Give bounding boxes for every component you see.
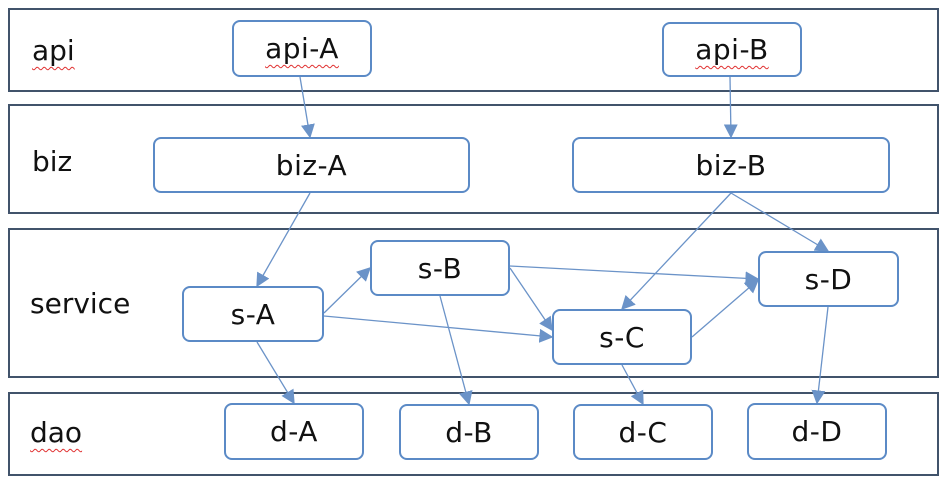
node-biz-a: biz-A (153, 137, 470, 193)
node-label-biz-a: biz-A (275, 148, 348, 182)
node-label-d-d: d-D (791, 415, 843, 448)
edge-s-b-to-s-d (509, 265, 760, 286)
node-s-c: s-C (552, 309, 692, 365)
edge-s-c-to-d-c (621, 364, 644, 406)
node-s-d: s-D (758, 251, 899, 307)
layer-label-api: api (32, 34, 75, 67)
edge-biz-a-to-s-a (256, 192, 311, 288)
edge-api-a-to-biz-a (299, 76, 315, 139)
node-label-s-b: s-B (417, 251, 463, 285)
edge-biz-b-to-s-c (621, 192, 732, 311)
edge-s-c-to-s-d (691, 279, 760, 338)
edge-s-b-to-s-c (509, 267, 553, 332)
edge-s-d-to-d-d (811, 306, 829, 405)
edge-s-a-to-d-a (256, 341, 295, 405)
node-biz-b: biz-B (572, 137, 890, 193)
node-label-d-c: d-C (618, 415, 668, 449)
node-api-a: api-A (232, 20, 372, 77)
layer-label-dao: dao (30, 416, 83, 449)
layer-label-biz: biz (32, 145, 73, 178)
node-d-d: d-D (747, 403, 887, 460)
layer-label-service: service (30, 287, 131, 320)
node-label-d-a: d-A (270, 415, 318, 448)
node-d-a: d-A (224, 403, 364, 460)
node-api-b: api-B (662, 22, 802, 77)
node-label-api-a: api-A (265, 32, 339, 65)
node-label-s-a: s-A (230, 297, 276, 331)
node-d-b: d-B (399, 404, 539, 460)
node-s-a: s-A (182, 286, 324, 342)
node-label-api-b: api-B (695, 33, 769, 66)
edge-s-a-to-s-b (323, 267, 372, 314)
edge-s-a-to-s-c (323, 315, 554, 343)
node-label-s-d: s-D (804, 262, 853, 296)
edge-api-b-to-biz-b (723, 76, 738, 139)
edge-biz-b-to-s-d (730, 192, 830, 252)
edge-s-b-to-d-b (439, 295, 473, 406)
node-label-d-b: d-B (445, 415, 493, 449)
node-label-biz-b: biz-B (695, 148, 767, 182)
node-label-s-c: s-C (599, 320, 645, 354)
node-d-c: d-C (573, 404, 713, 460)
node-s-b: s-B (370, 240, 510, 296)
